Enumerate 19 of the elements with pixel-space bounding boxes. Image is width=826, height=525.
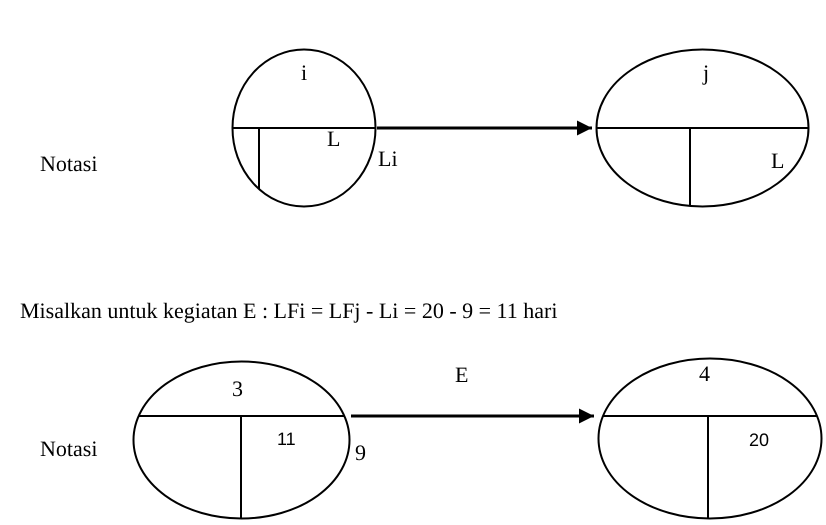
latest-finish-value: 20 — [749, 431, 770, 449]
event-number: i — [301, 62, 308, 84]
arrow — [377, 120, 592, 136]
event-circle — [132, 360, 351, 520]
event-number: j — [703, 62, 710, 84]
event-circle — [231, 48, 377, 208]
row-label: Notasi — [40, 438, 98, 460]
arrow — [351, 408, 594, 424]
row-label: Notasi — [40, 153, 98, 175]
event-number: 4 — [699, 363, 710, 385]
example-note: Misalkan untuk kegiatan E : LFi = LFj - Li = 20 - 9 = 11 hari — [20, 300, 558, 322]
event-circle — [595, 48, 810, 208]
event-number: 3 — [232, 378, 243, 400]
latest-finish-value: 11 — [277, 430, 296, 448]
latest-finish-value: L — [771, 150, 784, 172]
duration-label: 9 — [355, 442, 366, 464]
latest-finish-value: L — [327, 128, 340, 150]
duration-label: Li — [378, 148, 398, 170]
event-circle — [597, 357, 823, 520]
